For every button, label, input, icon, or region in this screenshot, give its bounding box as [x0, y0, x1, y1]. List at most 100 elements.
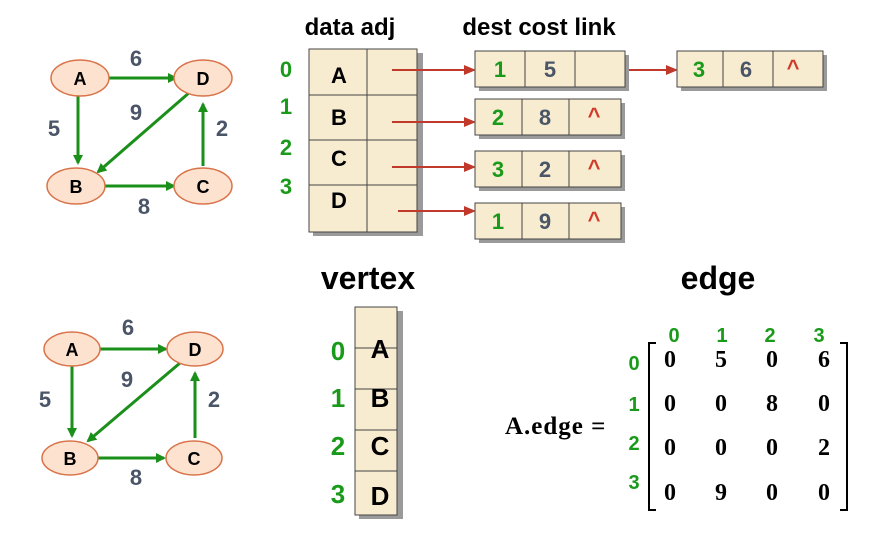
node-a — [50, 59, 110, 97]
matrix-col-index-3: 3 — [813, 325, 824, 347]
matrix-row-index-2: 2 — [628, 433, 639, 455]
matrix-cell-2-1: 0 — [715, 435, 727, 461]
matrix-cell-2-3: 2 — [818, 435, 830, 461]
matrix-row-index-1: 1 — [628, 394, 639, 416]
edge-node-cost: 6 — [740, 57, 752, 82]
node-c-label: C — [197, 177, 210, 197]
edge-node-dest: 1 — [492, 209, 504, 234]
weight-d-b: 9 — [121, 367, 133, 392]
vertex-value-3: D — [371, 481, 390, 511]
edge-node: 1 9 ^ — [474, 202, 625, 243]
matrix-cell-1-1: 0 — [715, 391, 727, 417]
node-c — [165, 440, 223, 476]
edge-node: 2 8 ^ — [474, 98, 625, 139]
matrix-col-index-0: 0 — [668, 325, 679, 347]
matrix-row-index-0: 0 — [628, 353, 639, 375]
vertex-array: vertex 0 1 2 3 A B C D — [321, 260, 416, 519]
node-b-label: B — [64, 449, 77, 469]
matrix-cell-0-0: 0 — [664, 347, 676, 373]
edge-node-cost: 2 — [539, 157, 551, 182]
adj-index-3: 3 — [280, 174, 292, 199]
adj-vertex-1: B — [331, 105, 347, 130]
adj-index-2: 2 — [280, 135, 292, 160]
weight-c-d: 2 — [216, 116, 228, 141]
edge-node-cost: 8 — [539, 105, 551, 130]
edge-node: 3 6 ^ — [676, 50, 827, 91]
adj-head-table — [308, 48, 418, 233]
edge-node-link: ^ — [787, 55, 800, 80]
matrix-row-index-3: 3 — [628, 472, 639, 494]
node-d-label: D — [197, 69, 210, 89]
edge-matrix: edge A.edge = 0 1 2 3 0 1 2 3 0 5 0 6 0 … — [505, 260, 848, 511]
vertex-index-2: 2 — [331, 431, 345, 461]
edge-node: 1 5 — [474, 50, 629, 91]
edge-node: 3 2 ^ — [474, 150, 625, 191]
node-d — [166, 331, 224, 367]
adj-vertex-0: A — [331, 63, 347, 88]
matrix-cell-3-3: 0 — [818, 480, 830, 506]
matrix-cell-1-3: 0 — [818, 391, 830, 417]
vertex-value-0: A — [371, 334, 390, 364]
matrix-cell-0-2: 0 — [766, 347, 778, 373]
edge-d-b — [96, 90, 191, 174]
node-a-label: A — [66, 340, 79, 360]
weight-c-d: 2 — [208, 387, 220, 412]
edge-d-b — [86, 361, 181, 443]
edge-node-dest: 2 — [492, 105, 504, 130]
adj-index-0: 0 — [280, 57, 292, 82]
node-c-label: C — [188, 449, 201, 469]
node-c — [173, 167, 233, 205]
matrix-cell-2-2: 0 — [766, 435, 778, 461]
matrix-cell-3-1: 9 — [715, 480, 727, 506]
weight-a-d: 6 — [130, 46, 142, 71]
node-d — [173, 59, 233, 97]
graph-top: A D B C 6 9 5 2 8 — [46, 46, 233, 219]
adj-vertex-2: C — [331, 146, 347, 171]
node-b — [46, 167, 106, 205]
adjacency-list: data adj dest cost link 0 1 2 3 A B C D — [280, 14, 827, 243]
edge-node-dest: 1 — [494, 57, 506, 82]
matrix-label: A.edge = — [505, 413, 606, 440]
edge-node-dest: 3 — [693, 57, 705, 82]
matrix-cell-0-1: 5 — [715, 347, 727, 373]
weight-d-b: 9 — [130, 100, 142, 125]
vertex-index-1: 1 — [331, 383, 345, 413]
edge-node-cost: 9 — [539, 209, 551, 234]
vertex-value-1: B — [371, 383, 390, 413]
matrix-cell-2-0: 0 — [664, 435, 676, 461]
node-a — [43, 331, 101, 367]
weight-b-c: 8 — [130, 465, 142, 490]
matrix-left-bracket — [648, 342, 656, 511]
matrix-cell-3-0: 0 — [664, 480, 676, 506]
node-b-label: B — [70, 177, 83, 197]
node-a-label: A — [74, 69, 87, 89]
matrix-cell-0-3: 6 — [818, 347, 830, 373]
node-d-label: D — [189, 340, 202, 360]
matrix-cell-3-2: 0 — [766, 480, 778, 506]
vertex-index-0: 0 — [331, 336, 345, 366]
matrix-cell-1-0: 0 — [664, 391, 676, 417]
adj-header-right: dest cost link — [462, 14, 616, 41]
matrix-col-index-1: 1 — [716, 325, 727, 347]
edge-node-link: ^ — [588, 103, 601, 128]
weight-a-b: 5 — [48, 116, 60, 141]
edge-node-cost: 5 — [544, 57, 556, 82]
weight-b-c: 8 — [138, 194, 150, 219]
graph-bottom: A D B C 6 9 5 2 8 — [39, 315, 224, 490]
matrix-cell-1-2: 8 — [766, 391, 778, 417]
vertex-title: vertex — [321, 260, 416, 296]
edge-node-link: ^ — [588, 155, 601, 180]
edge-node-dest: 3 — [492, 157, 504, 182]
weight-a-b: 5 — [39, 387, 51, 412]
matrix-col-index-2: 2 — [764, 325, 775, 347]
matrix-right-bracket — [840, 342, 848, 511]
vertex-value-2: C — [371, 431, 390, 461]
adj-index-1: 1 — [280, 94, 292, 119]
node-b — [41, 440, 99, 476]
vertex-index-3: 3 — [331, 479, 345, 509]
adj-vertex-3: D — [331, 188, 347, 213]
weight-a-d: 6 — [122, 315, 134, 340]
edge-node-link: ^ — [588, 207, 601, 232]
adj-header-left: data adj — [305, 14, 396, 41]
